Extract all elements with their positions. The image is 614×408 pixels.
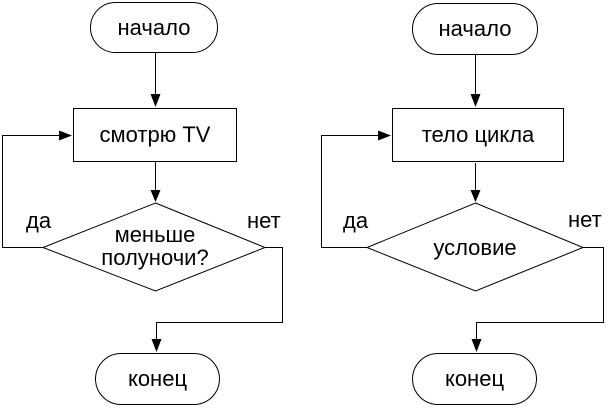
right-decision-label: условие (433, 234, 517, 260)
right-process-label: тело цикла (421, 122, 535, 147)
left-process-to-decision-arrowhead (150, 190, 161, 202)
right-process-node: тело цикла (392, 108, 564, 162)
right-flowchart-connectors (321, 55, 604, 352)
left-no-exit-line (156, 247, 283, 340)
right-decision-diamond-shape (365, 202, 585, 292)
left-yes-loop-line (2, 135, 59, 248)
right-yes-edge-label: да (343, 208, 369, 233)
left-yes-edge-label: да (26, 208, 52, 233)
right-no-edge-label: нет (568, 207, 602, 232)
left-start-label: начало (117, 14, 191, 40)
left-end-node: конец (95, 353, 220, 405)
left-flowchart-connectors (2, 53, 283, 352)
right-process-to-decision-arrowhead (470, 190, 481, 202)
right-no-exit-arrowhead (471, 339, 482, 352)
left-no-edge-label: нет (247, 208, 281, 233)
right-yes-loop-arrowhead (378, 130, 391, 141)
left-start-to-process-arrowhead (150, 94, 161, 107)
right-end-node: конец (412, 353, 537, 405)
right-start-to-process-arrowhead (470, 94, 481, 107)
left-start-node: начало (90, 2, 218, 53)
left-end-label: конец (127, 366, 188, 391)
left-yes-loop-arrowhead (59, 130, 72, 141)
right-yes-loop-line (321, 135, 378, 248)
left-decision-diamond-shape (41, 202, 267, 292)
right-no-exit-line (476, 247, 604, 340)
left-process-label: смотрю TV (99, 122, 211, 147)
right-end-label: конец (444, 366, 505, 391)
right-start-label: начало (438, 16, 512, 41)
left-process-node: смотрю TV (73, 108, 237, 162)
left-decision-label: меньше полуночи? (101, 222, 209, 270)
left-no-exit-arrowhead (151, 339, 162, 352)
right-start-node: начало (412, 3, 538, 55)
